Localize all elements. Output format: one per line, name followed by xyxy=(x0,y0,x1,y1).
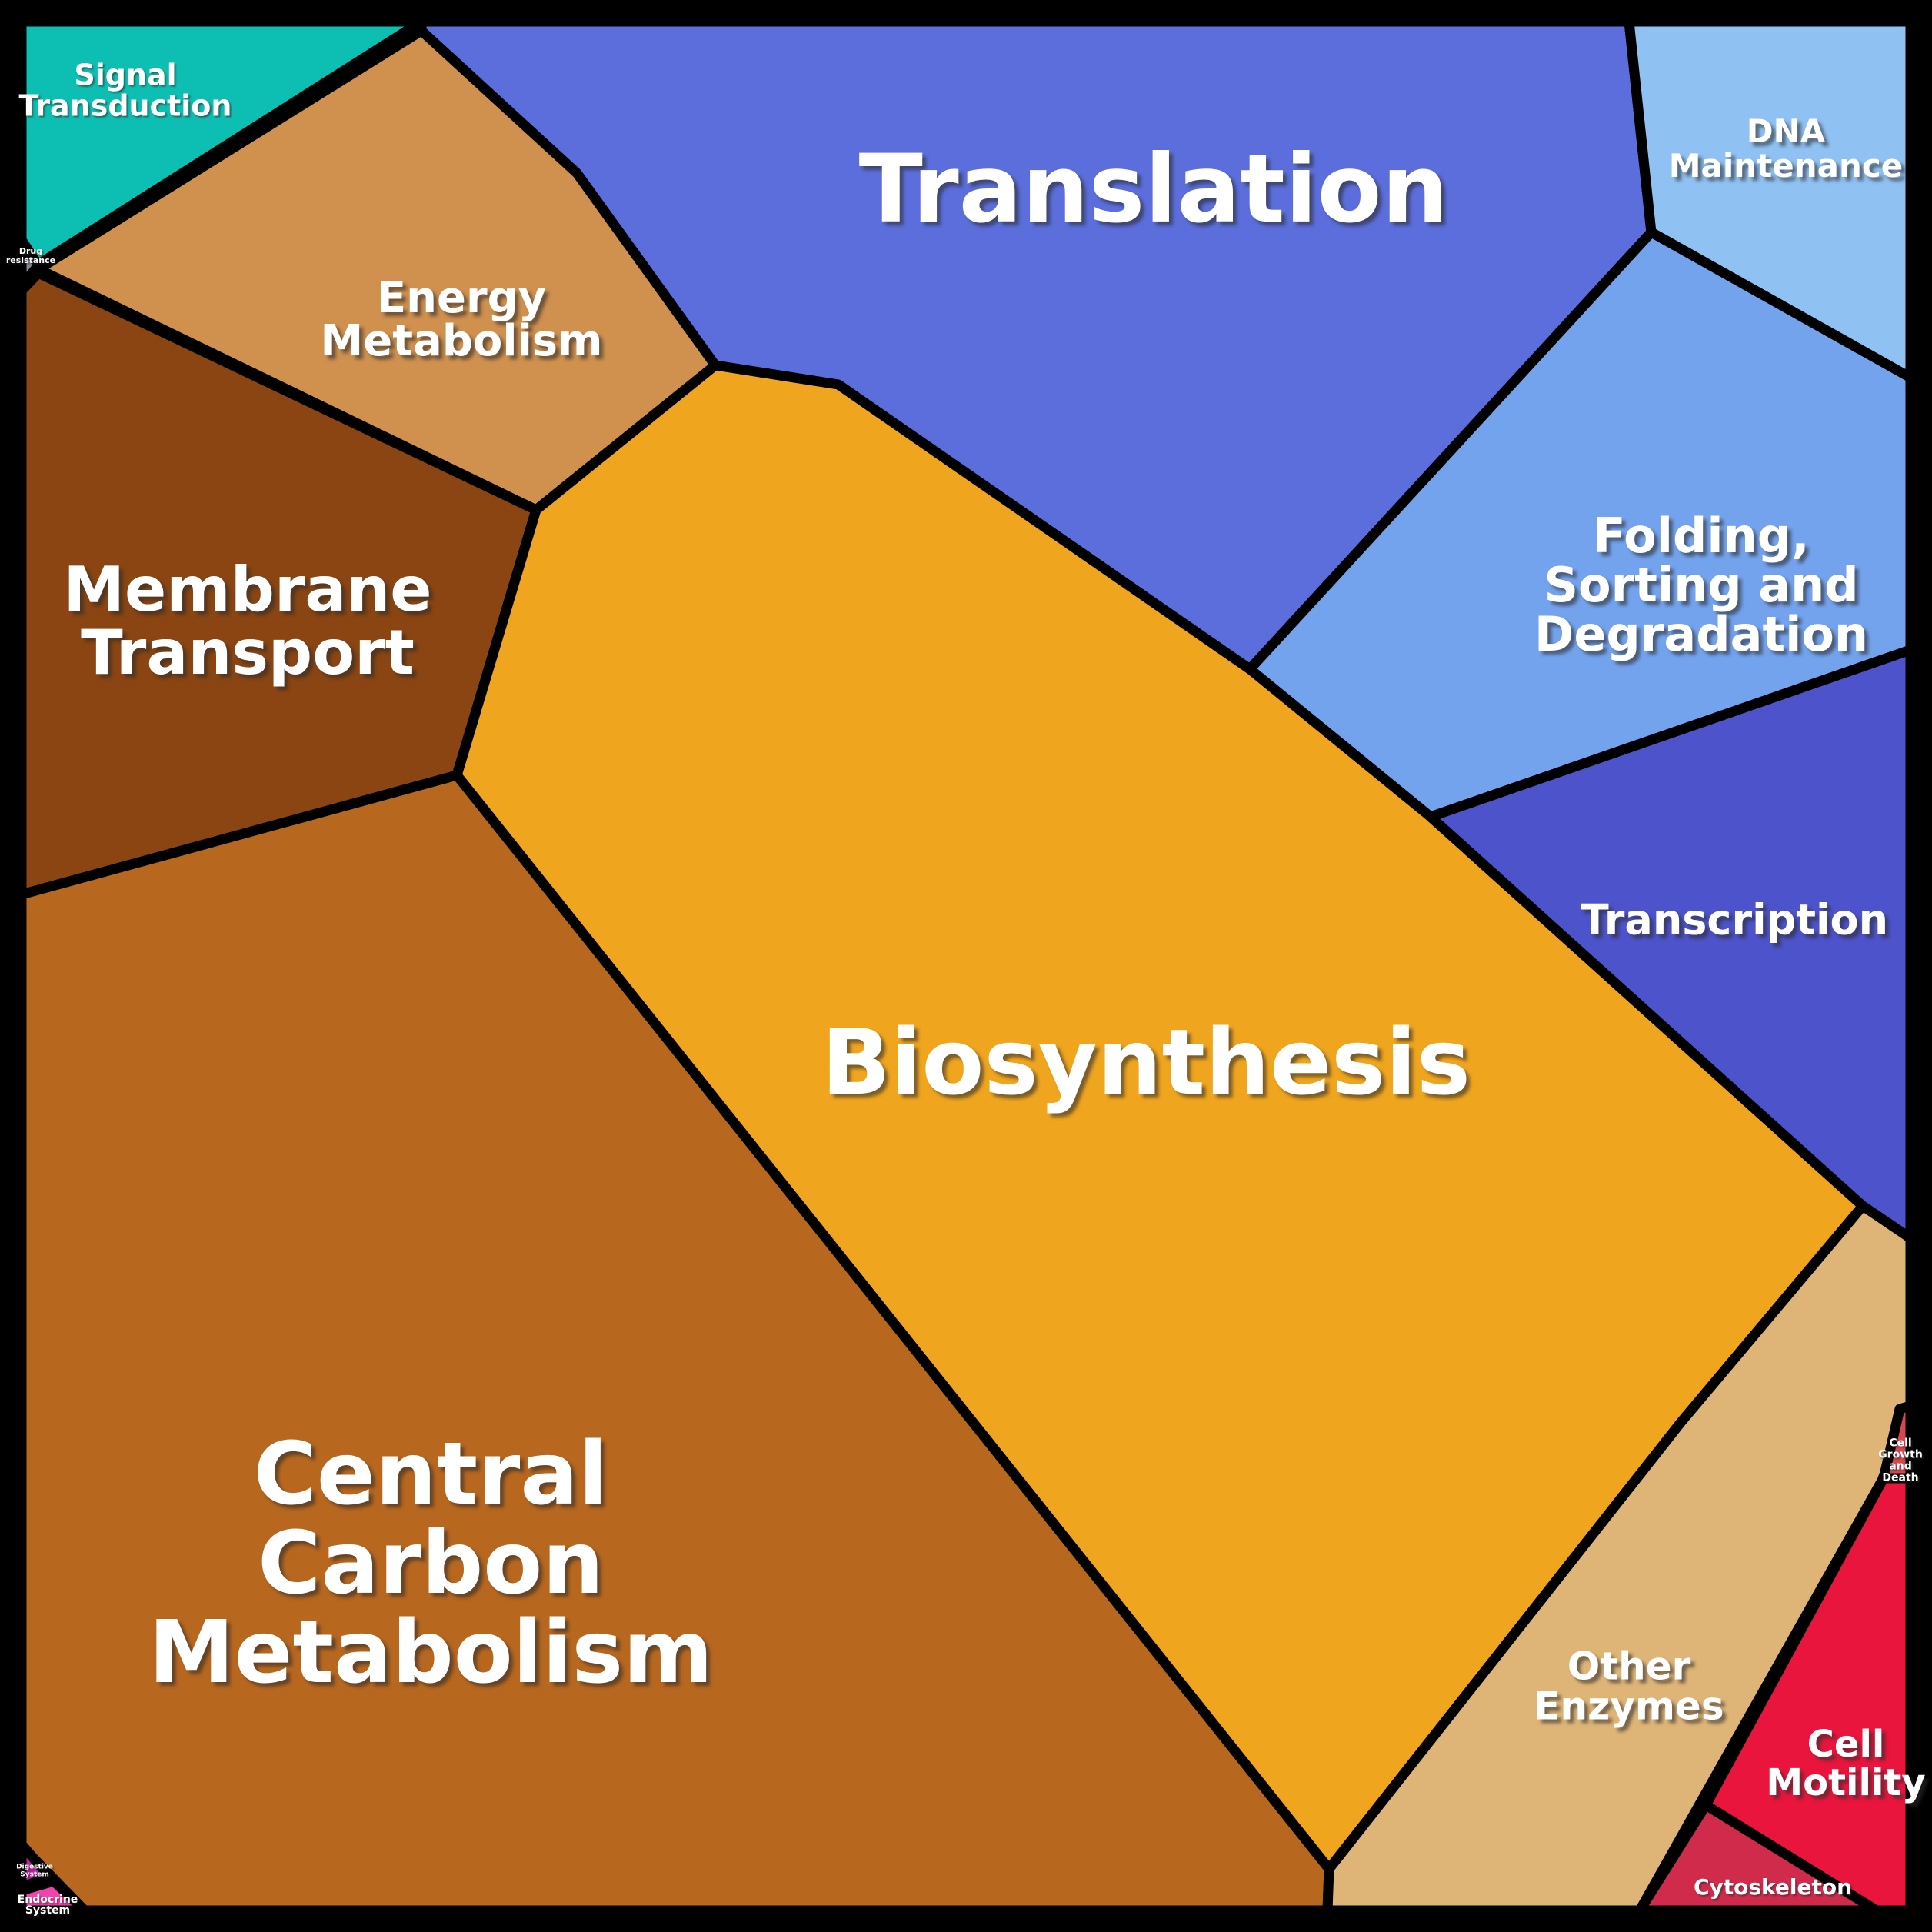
treemap-cells xyxy=(16,16,1916,1916)
region-endocrine-system[interactable] xyxy=(16,1876,90,1916)
region-cytoskeleton[interactable] xyxy=(1634,1800,1882,1916)
region-cell-motility[interactable] xyxy=(1700,1473,1916,1916)
